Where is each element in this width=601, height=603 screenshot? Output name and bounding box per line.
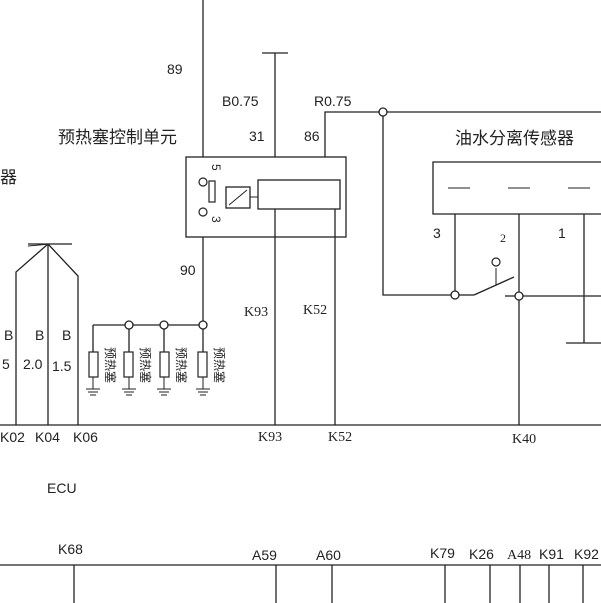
bundle-b-label-3: B [62, 327, 71, 343]
glow-plug-branch [92, 320, 208, 352]
glow-plug-3-label: 预热塞 [174, 347, 189, 383]
bundle-size-label-1: 5 [2, 356, 10, 372]
ecu-terminal-a60: A60 [316, 547, 341, 563]
left-cut-label: 器 [0, 168, 17, 187]
ecu-terminal-k04: K04 [35, 429, 60, 445]
wire-89-label: 89 [167, 61, 183, 77]
ecu-terminal-k79: K79 [430, 545, 455, 561]
pin-5-label: 5 [209, 164, 223, 171]
left-wire-bundle [15, 243, 79, 425]
ecu-terminal-a48: A48 [507, 548, 531, 563]
glow-plug-1-label: 预热塞 [103, 347, 118, 383]
oil-water-sensor [378, 107, 601, 425]
glow-plug-1 [86, 351, 100, 396]
glow-plug-4 [196, 351, 210, 396]
wire-r075 [324, 111, 601, 157]
ecu-label: ECU [47, 480, 77, 496]
wire-k52-label: K52 [303, 303, 327, 318]
ecu-terminal-k26: K26 [469, 546, 494, 562]
bundle-size-label-2: 2.0 [23, 356, 43, 372]
wire-r075-label: R0.75 [314, 93, 352, 109]
sensor-pin-1-label: 1 [558, 225, 566, 241]
ecu-terminal-k02: K02 [0, 429, 25, 445]
glow-plug-2-label: 预热塞 [138, 347, 153, 383]
ecu-terminal-k93: K93 [258, 430, 282, 445]
glow-control-unit-title: 预热塞控制单元 [58, 128, 177, 147]
ecu-terminal-k06: K06 [73, 429, 98, 445]
ecu-terminal-a59: A59 [252, 547, 277, 563]
wire-k93-label: K93 [244, 305, 268, 320]
ecu-terminal-k91: K91 [539, 546, 564, 562]
glow-plug-2 [122, 351, 136, 396]
bundle-b-label-1: B [4, 327, 13, 343]
glow-control-unit [185, 156, 347, 238]
ecu-terminal-k68: K68 [58, 541, 83, 557]
ecu-terminal-k92: K92 [574, 546, 599, 562]
bundle-b-label-2: B [35, 327, 44, 343]
glow-plug-3 [157, 351, 171, 396]
sensor-pin-2-label: 2 [500, 231, 506, 245]
glow-plug-4-label: 预热塞 [212, 347, 227, 383]
ecu-terminal-k52: K52 [328, 430, 352, 445]
pin-31-label: 31 [249, 128, 265, 144]
sensor-pin-3-label: 3 [433, 225, 441, 241]
bundle-size-label-3: 1.5 [52, 358, 72, 374]
pin-3-label: 3 [209, 216, 223, 223]
pin-86-label: 86 [304, 128, 320, 144]
ecu-terminal-k40: K40 [512, 432, 536, 447]
oil-water-sensor-title: 油水分离传感器 [455, 129, 574, 148]
wire-b075-label: B0.75 [222, 93, 259, 109]
wire-90-label: 90 [180, 262, 196, 278]
